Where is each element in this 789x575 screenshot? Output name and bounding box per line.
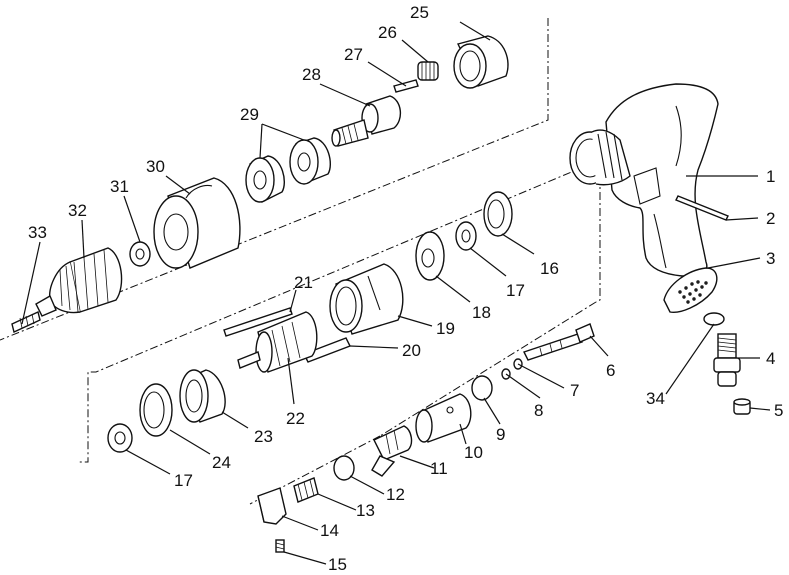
- label-part-30: 30: [146, 157, 165, 176]
- part-10-valve-sleeve: [415, 393, 472, 443]
- label-part-5: 5: [774, 401, 783, 420]
- assembly-axis-lines: [0, 18, 601, 505]
- label-part-28: 28: [302, 65, 321, 84]
- label-part-22: 22: [286, 409, 305, 428]
- part-29-washers: [245, 137, 332, 203]
- label-part-7: 7: [570, 381, 579, 400]
- part-4-air-inlet: [713, 333, 741, 387]
- part-5-cap: [733, 398, 751, 415]
- part-32-chuck: [35, 247, 123, 317]
- part-28-spindle: [331, 95, 401, 147]
- label-part-9: 9: [496, 425, 505, 444]
- label-part-12: 12: [386, 485, 405, 504]
- label-part-1: 1: [766, 167, 775, 186]
- part-26-gear: [417, 61, 439, 81]
- part-16-end-plate: [483, 191, 513, 237]
- label-part-11: 11: [430, 459, 448, 478]
- label-part-16: 16: [540, 259, 559, 278]
- label-part-29: 29: [240, 105, 259, 124]
- label-part-3: 3: [766, 249, 775, 268]
- label-part-21: 21: [294, 273, 313, 292]
- part-2-pin: [675, 195, 729, 221]
- part-23-ring: [179, 369, 226, 423]
- label-part-2: 2: [766, 209, 775, 228]
- label-part-15: 15: [328, 555, 347, 574]
- label-part-32: 32: [68, 201, 87, 220]
- label-part-17-upper: 17: [506, 281, 525, 300]
- label-part-18: 18: [472, 303, 491, 322]
- part-1-housing: [569, 83, 719, 277]
- label-part-27: 27: [344, 45, 363, 64]
- label-part-26: 26: [378, 23, 397, 42]
- label-part-13: 13: [356, 501, 375, 520]
- label-part-34: 34: [646, 389, 665, 408]
- label-part-31: 31: [110, 177, 129, 196]
- label-part-20: 20: [402, 341, 421, 360]
- label-part-8: 8: [534, 401, 543, 420]
- label-part-17-lower: 17: [174, 471, 193, 490]
- label-part-24: 24: [212, 453, 231, 472]
- label-part-23: 23: [254, 427, 273, 446]
- label-part-10: 10: [464, 443, 483, 462]
- label-part-4: 4: [766, 349, 775, 368]
- part-18-front-end-plate: [415, 231, 445, 281]
- part-11-reverse-valve: [371, 425, 413, 477]
- part-19-cylinder: [329, 263, 404, 335]
- part-17-bearing-lower: [107, 423, 133, 453]
- part-6-valve-stem: [523, 323, 595, 361]
- part-34-o-ring: [703, 312, 725, 326]
- part-31-spacer: [129, 241, 151, 267]
- label-part-25: 25: [410, 3, 429, 22]
- part-25-needle-bearing: [453, 35, 509, 89]
- part-24-washer: [139, 383, 173, 437]
- part-3-filter: [663, 267, 718, 313]
- part-number-labels: 1 2 3 4 5 6 7 8 9 10 11 12 13 14 15 16 1…: [28, 3, 783, 574]
- part-12-disc: [333, 455, 355, 481]
- part-14-trigger: [257, 487, 287, 525]
- part-13-spring: [293, 477, 319, 503]
- part-17-bearing-upper: [455, 221, 477, 251]
- label-part-6: 6: [606, 361, 615, 380]
- part-30-gear-housing: [153, 177, 241, 269]
- label-part-19: 19: [436, 319, 455, 338]
- label-part-14: 14: [320, 521, 339, 540]
- part-15-spring: [275, 539, 285, 553]
- leader-lines: [21, 21, 771, 565]
- part-33-screw: [11, 311, 41, 333]
- part-22-rotor: [237, 311, 318, 373]
- part-9-disc: [471, 375, 493, 401]
- label-part-33: 33: [28, 223, 47, 242]
- part-21-pin: [223, 307, 293, 337]
